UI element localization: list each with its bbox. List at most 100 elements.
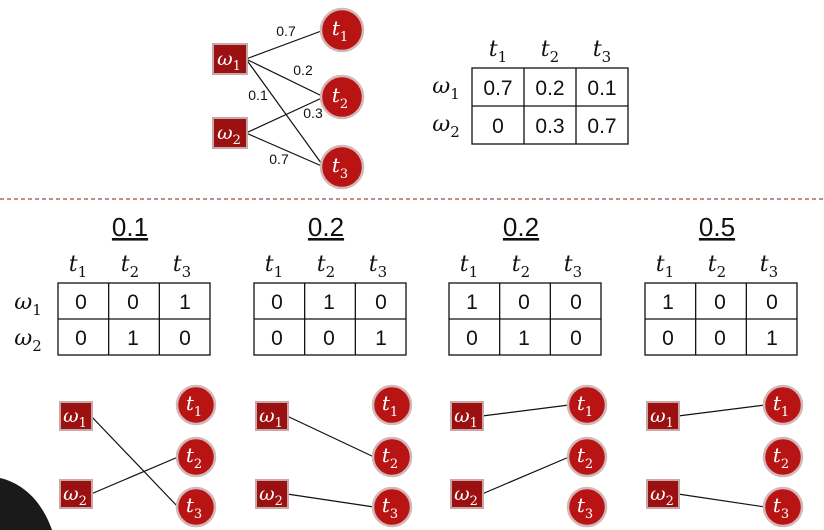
node-t2-circle: t2 [175,436,217,478]
node-w1-square: ω1 [450,401,484,431]
matching-probability: 0.2 [308,212,344,242]
match-edge-w2-t2 [481,456,570,495]
node-t3-circle: t3 [762,486,804,528]
node-t3-circle: t3 [175,486,217,528]
node-t3-label: t3 [773,493,789,522]
panel-matrix-cell: 0 [127,291,139,314]
matrix-cell: 0.3 [535,115,564,138]
node-t1-circle: t1 [175,384,217,426]
edge-w2-t3 [245,132,325,168]
matrix-cell: 0.7 [587,115,616,138]
panel-matrix-cell: 1 [518,327,530,350]
node-w1-square: ω1 [646,401,680,431]
panel-matrix-cell: 0 [271,327,283,350]
node-t2-circle: t2 [762,436,804,478]
panel-matrix-cell: 0 [75,327,87,350]
edge-weight-label: 0.3 [303,105,323,121]
panel-col-header: t1 [656,252,674,281]
node-w2-label: ω2 [259,483,283,509]
panel-matrix-cell: 0 [714,327,726,350]
node-t1-label: t1 [773,391,789,420]
edge-w2-t2 [245,96,325,134]
node-t3-label: t3 [332,153,348,182]
node-t2-label: t2 [382,443,398,472]
panel-matrix-cell: 0 [323,327,335,350]
panel-matrix-cell: 1 [766,327,778,350]
node-w1-label: ω1 [454,405,478,431]
node-t2-circle: t2 [319,74,365,120]
node-t3-circle: t3 [371,486,413,528]
panel-row-header: ω1 [14,290,42,319]
panel-matrix-cell: 0 [662,327,674,350]
node-t1-circle: t1 [371,384,413,426]
panel-matrix-cell: 0 [518,291,530,314]
matrix-row-header: ω1 [432,74,460,103]
edge-w1-t2 [245,58,325,98]
match-edge-w2-t2 [90,456,179,495]
node-w1-square: ω1 [255,401,289,431]
node-w2-label: ω2 [454,483,478,509]
node-t1-label: t1 [332,16,348,45]
node-w2-square: ω2 [646,479,680,509]
panel-matrix-cell: 1 [127,327,139,350]
matrix-col-header: t2 [541,37,559,66]
node-w1-square: ω1 [59,401,93,431]
panel-col-header: t2 [121,252,139,281]
matrix-cell: 0.2 [535,77,564,100]
node-t3-label: t3 [186,493,202,522]
match-edge-w1-t3 [90,415,179,508]
node-w2-square: ω2 [255,479,289,509]
matrix-cell: 0.7 [483,77,512,100]
panel-col-header: t3 [564,252,582,281]
matching-probability: 0.2 [503,212,539,242]
match-edge-w1-t1 [481,404,570,417]
match-edge-w2-t3 [286,493,375,508]
panel-matrix-cell: 1 [375,327,387,350]
node-t1-circle: t1 [566,384,608,426]
panel-col-header: t3 [760,252,778,281]
panel-matrix-cell: 0 [179,327,191,350]
node-w1-label: ω1 [217,48,241,74]
node-w1-label: ω1 [259,405,283,431]
match-edge-w1-t1 [677,404,766,417]
node-w1-label: ω1 [63,405,87,431]
panel-matrix-cell: 1 [323,291,335,314]
matrix-row-header: ω2 [432,112,460,141]
node-w1-label: ω1 [650,405,674,431]
node-t3-label: t3 [382,493,398,522]
node-t1-circle: t1 [319,7,365,53]
node-t1-circle: t1 [762,384,804,426]
panel-matrix-cell: 0 [466,327,478,350]
matching-probability: 0.5 [699,212,735,242]
edge-weight-label: 0.2 [293,62,313,78]
node-t3-circle: t3 [566,486,608,528]
node-t2-label: t2 [186,443,202,472]
matrix-col-header: t1 [489,37,507,66]
matching-probability: 0.1 [112,212,148,242]
panel-matrix-cell: 1 [662,291,674,314]
panel-matrix-cell: 0 [375,291,387,314]
edge-w1-t1 [245,29,325,60]
matrix-cell: 0.1 [587,77,616,100]
node-t2-circle: t2 [371,436,413,478]
node-t2-label: t2 [577,443,593,472]
node-t1-label: t1 [577,391,593,420]
match-edge-w2-t3 [677,493,766,508]
match-edge-w1-t2 [286,415,375,458]
panel-col-header: t2 [317,252,335,281]
node-t2-label: t2 [332,83,348,112]
edge-weight-label: 0.7 [276,23,296,39]
node-t3-label: t3 [577,493,593,522]
node-t1-label: t1 [382,391,398,420]
node-w2-label: ω2 [63,483,87,509]
node-w1-square: ω1 [212,43,248,75]
panel-matrix-cell: 1 [466,291,478,314]
node-t2-circle: t2 [566,436,608,478]
edge-weight-label: 0.7 [269,151,289,167]
panel-matrix-cell: 0 [714,291,726,314]
panel-matrix-cell: 0 [271,291,283,314]
node-w2-square: ω2 [59,479,93,509]
